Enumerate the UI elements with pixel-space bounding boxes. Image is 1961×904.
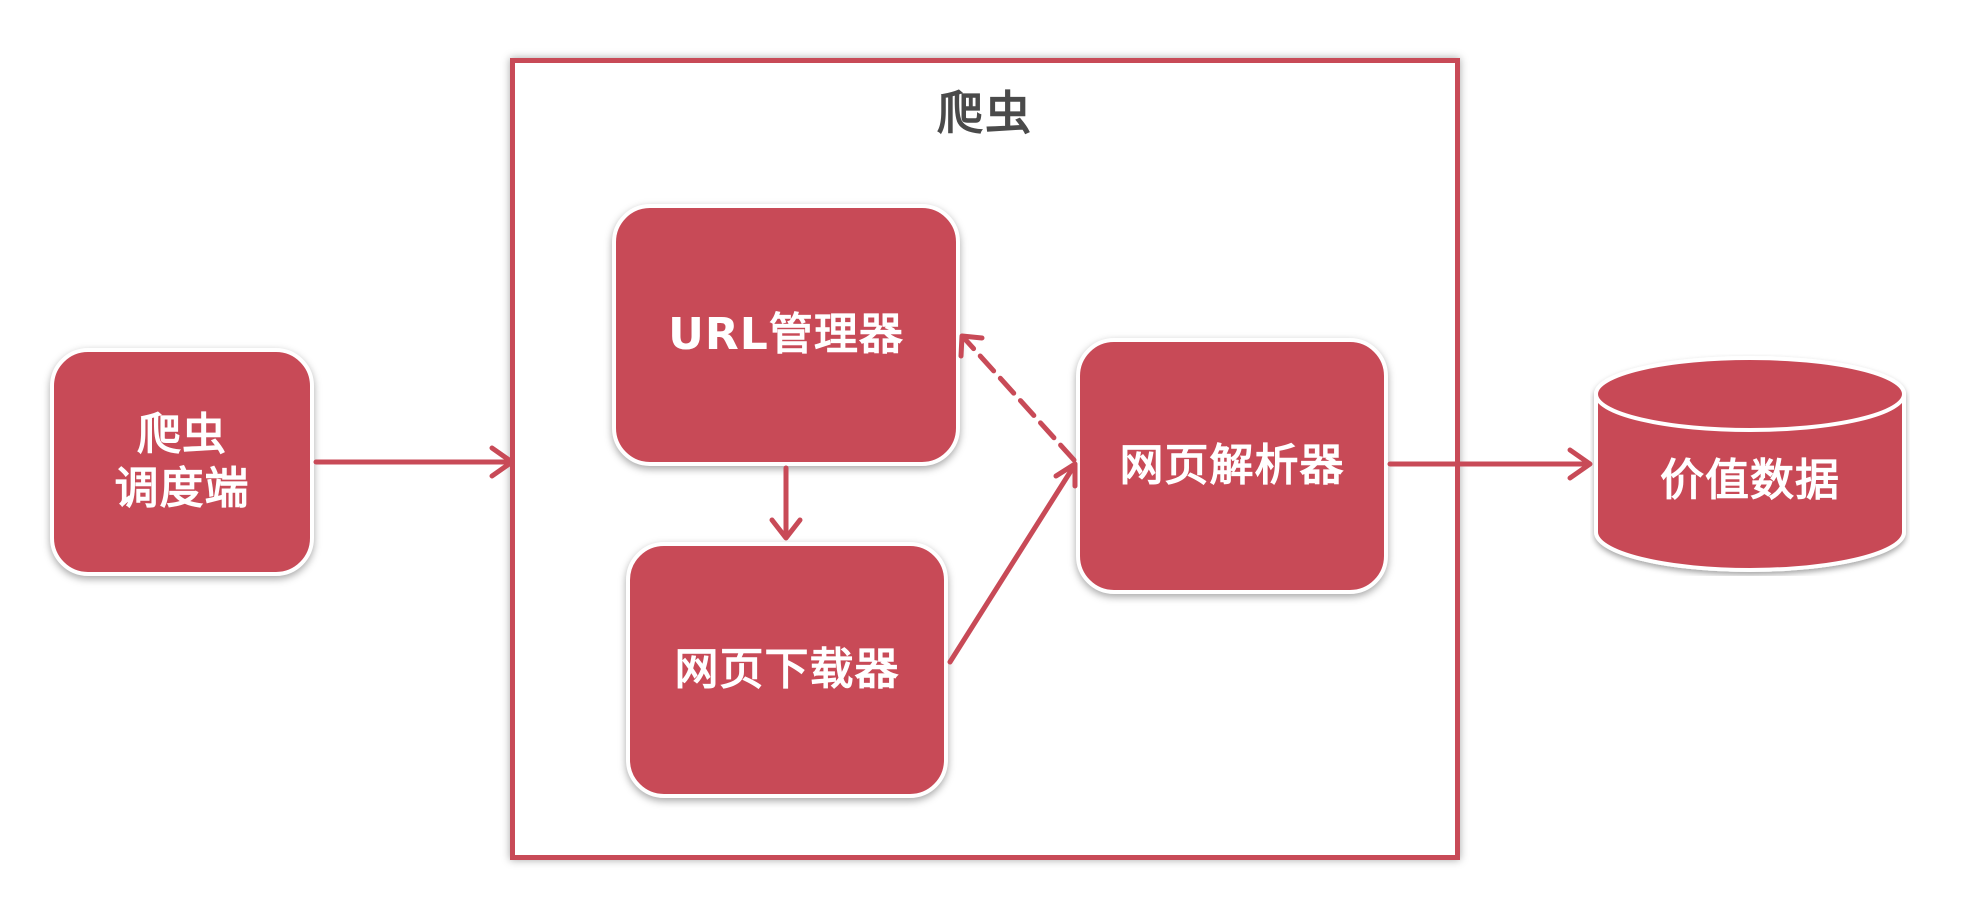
crawler-container-title: 爬虫 xyxy=(937,86,1033,140)
node-url-manager-label: URL管理器 xyxy=(668,309,904,360)
node-value-data-label: 价值数据 xyxy=(1660,455,1840,506)
node-page-parser: 网页解析器 xyxy=(1076,338,1388,594)
edge-scheduler-to-crawler-head xyxy=(489,445,515,479)
node-crawler-scheduler-label: 爬虫 调度端 xyxy=(115,408,250,516)
database-cylinder-icon xyxy=(1594,356,1906,572)
node-value-data: 价值数据 xyxy=(1590,354,1910,576)
node-crawler-scheduler-line2: 调度端 xyxy=(114,463,250,514)
edge-parser-to-value-data-head xyxy=(1567,447,1593,481)
node-page-downloader: 网页下载器 xyxy=(626,542,948,798)
node-page-downloader-label: 网页下载器 xyxy=(674,644,900,695)
node-page-parser-label: 网页解析器 xyxy=(1119,440,1345,491)
node-crawler-scheduler-line1: 爬虫 xyxy=(137,409,227,460)
node-crawler-scheduler: 爬虫 调度端 xyxy=(50,348,314,576)
node-url-manager: URL管理器 xyxy=(612,204,960,466)
